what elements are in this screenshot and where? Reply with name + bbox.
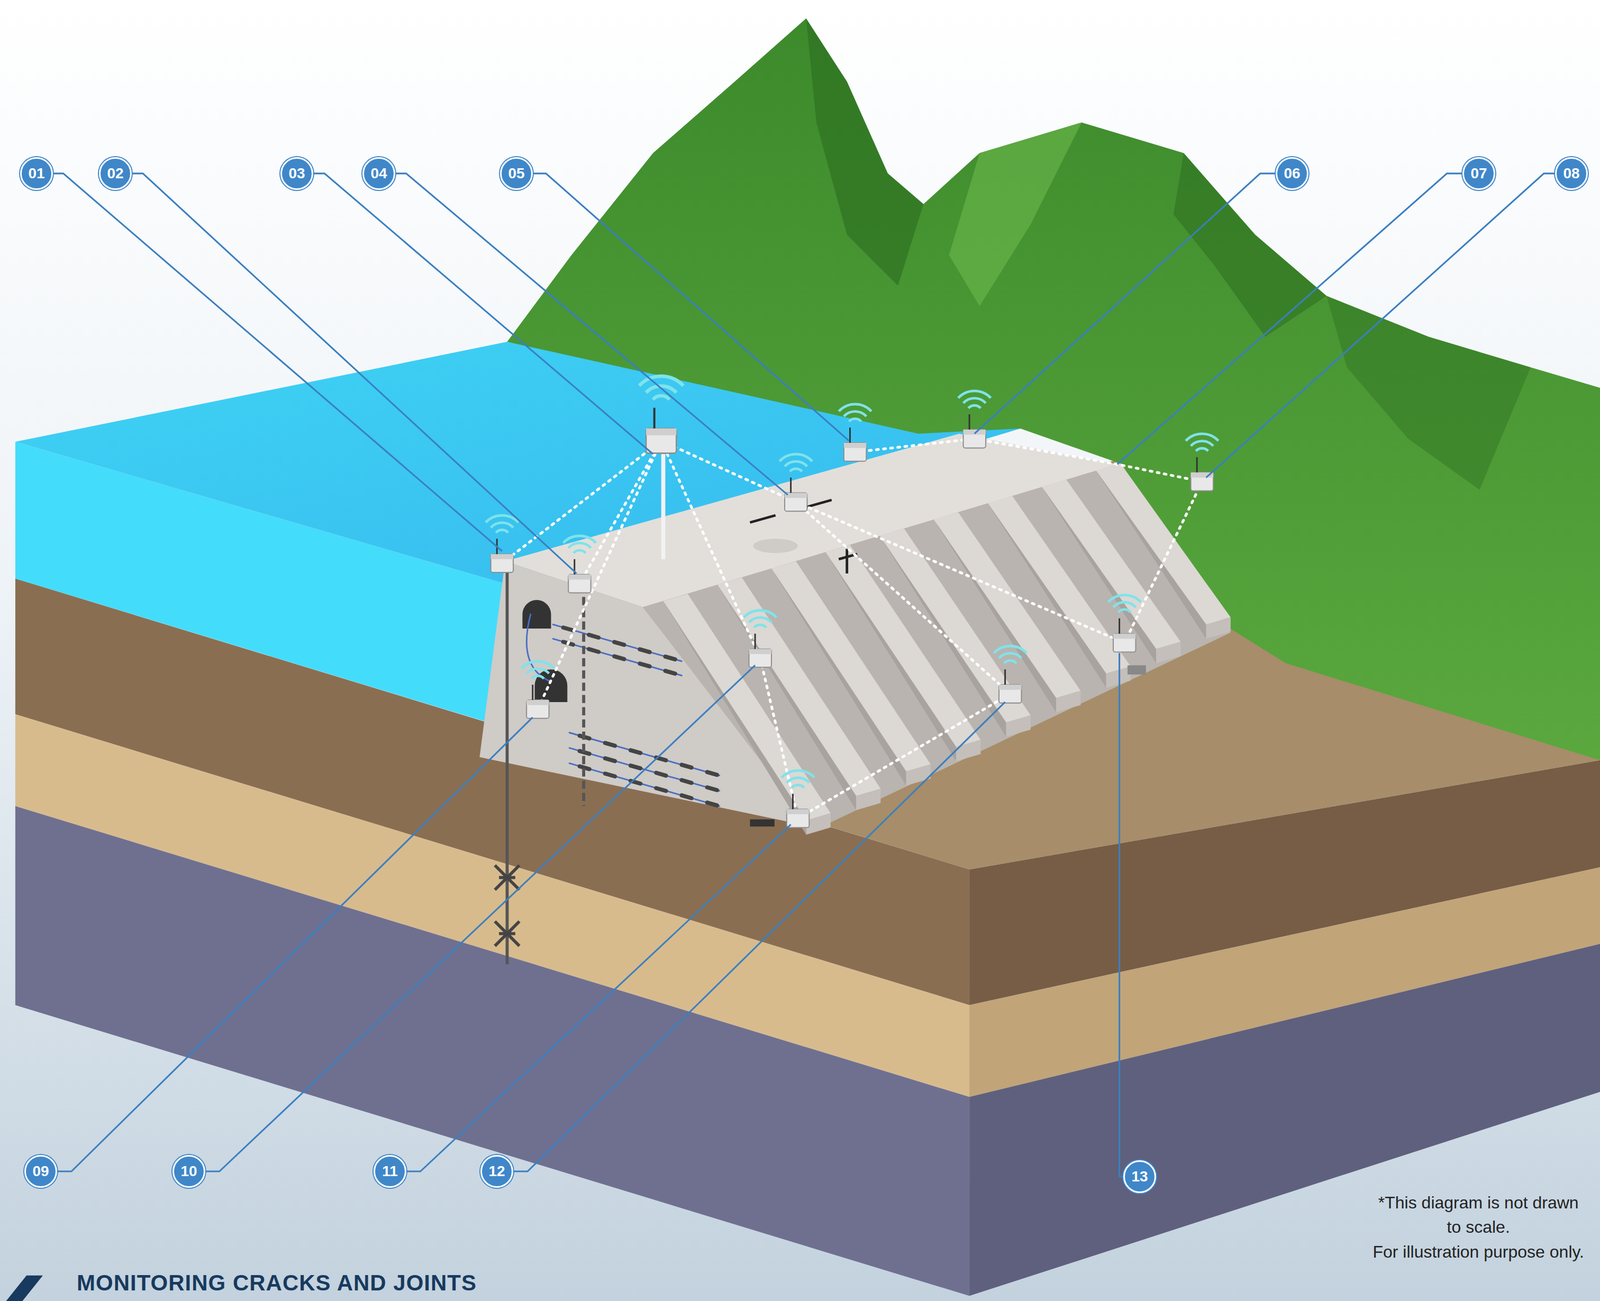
- callout-number: 01: [28, 166, 45, 181]
- section-title: MONITORING CRACKS AND JOINTS: [76, 1270, 477, 1296]
- callout-circle: 02: [98, 157, 132, 190]
- callout-circle: 05: [500, 157, 533, 190]
- callout-circle: 01: [20, 157, 53, 190]
- callout-number: 05: [507, 166, 525, 181]
- callout-circle: 11: [373, 1155, 407, 1188]
- callout-number: 12: [488, 1164, 505, 1179]
- callout-circle: 04: [362, 157, 396, 190]
- callout-circle: 03: [280, 157, 314, 190]
- callout-number: 09: [32, 1164, 49, 1179]
- callout-number: 13: [1131, 1169, 1148, 1185]
- callout-circle: 07: [1462, 157, 1496, 190]
- scale-note: For illustration purpose only.: [1372, 1239, 1585, 1265]
- scale-note: *This diagram is not drawn to scale.: [1377, 1190, 1579, 1240]
- note-block: *This diagram is not drawn to scale.For …: [1372, 1190, 1585, 1265]
- callout-number: 07: [1470, 166, 1487, 181]
- callout-number: 06: [1283, 166, 1300, 181]
- callout-number: 08: [1562, 166, 1580, 181]
- callout-circle: 10: [172, 1155, 206, 1188]
- callout-number: 02: [106, 166, 124, 181]
- callout-circle: 08: [1555, 157, 1588, 190]
- callout-circle: 09: [24, 1155, 58, 1188]
- callout-number: 10: [180, 1164, 197, 1179]
- callout-circle: 13: [1123, 1160, 1157, 1194]
- callout-number: 11: [382, 1164, 398, 1179]
- callout-circle: 12: [480, 1155, 514, 1188]
- callout-circle: 06: [1275, 157, 1309, 190]
- callout-number: 04: [370, 166, 387, 181]
- callout-number: 03: [288, 166, 305, 181]
